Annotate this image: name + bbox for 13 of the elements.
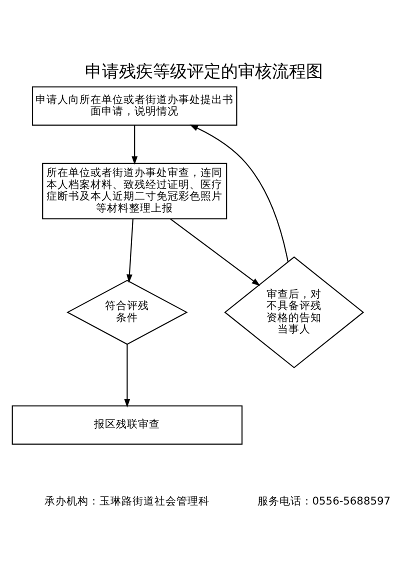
node-box: 所在单位或者街道办事处审查，连同本人档案材料、致残经过证明、医疗症断书及本人近期二寸免冠彩色照片等材料整理上报 (42, 162, 228, 220)
node-diamond: 符合评残条件 (66, 280, 188, 345)
label: 承办机构：玉琳路街道社会管理科 (44, 494, 210, 508)
node-box: 申请人向所在单位或者街道办事处提出书面申请，说明情况 (32, 86, 238, 126)
node-diamond: 审查后，对不具备评残资格的告知当事人 (224, 256, 364, 368)
arrow (126, 218, 134, 283)
label: 服务电话：0556-5688597 (257, 494, 390, 508)
diagram-title: 申请残疾等级评定的审核流程图 (85, 62, 323, 82)
arrow (170, 218, 260, 286)
arrow (132, 126, 138, 165)
arrow (124, 344, 130, 408)
arrow (190, 124, 288, 262)
node-box: 报区残联审查 (12, 405, 243, 445)
